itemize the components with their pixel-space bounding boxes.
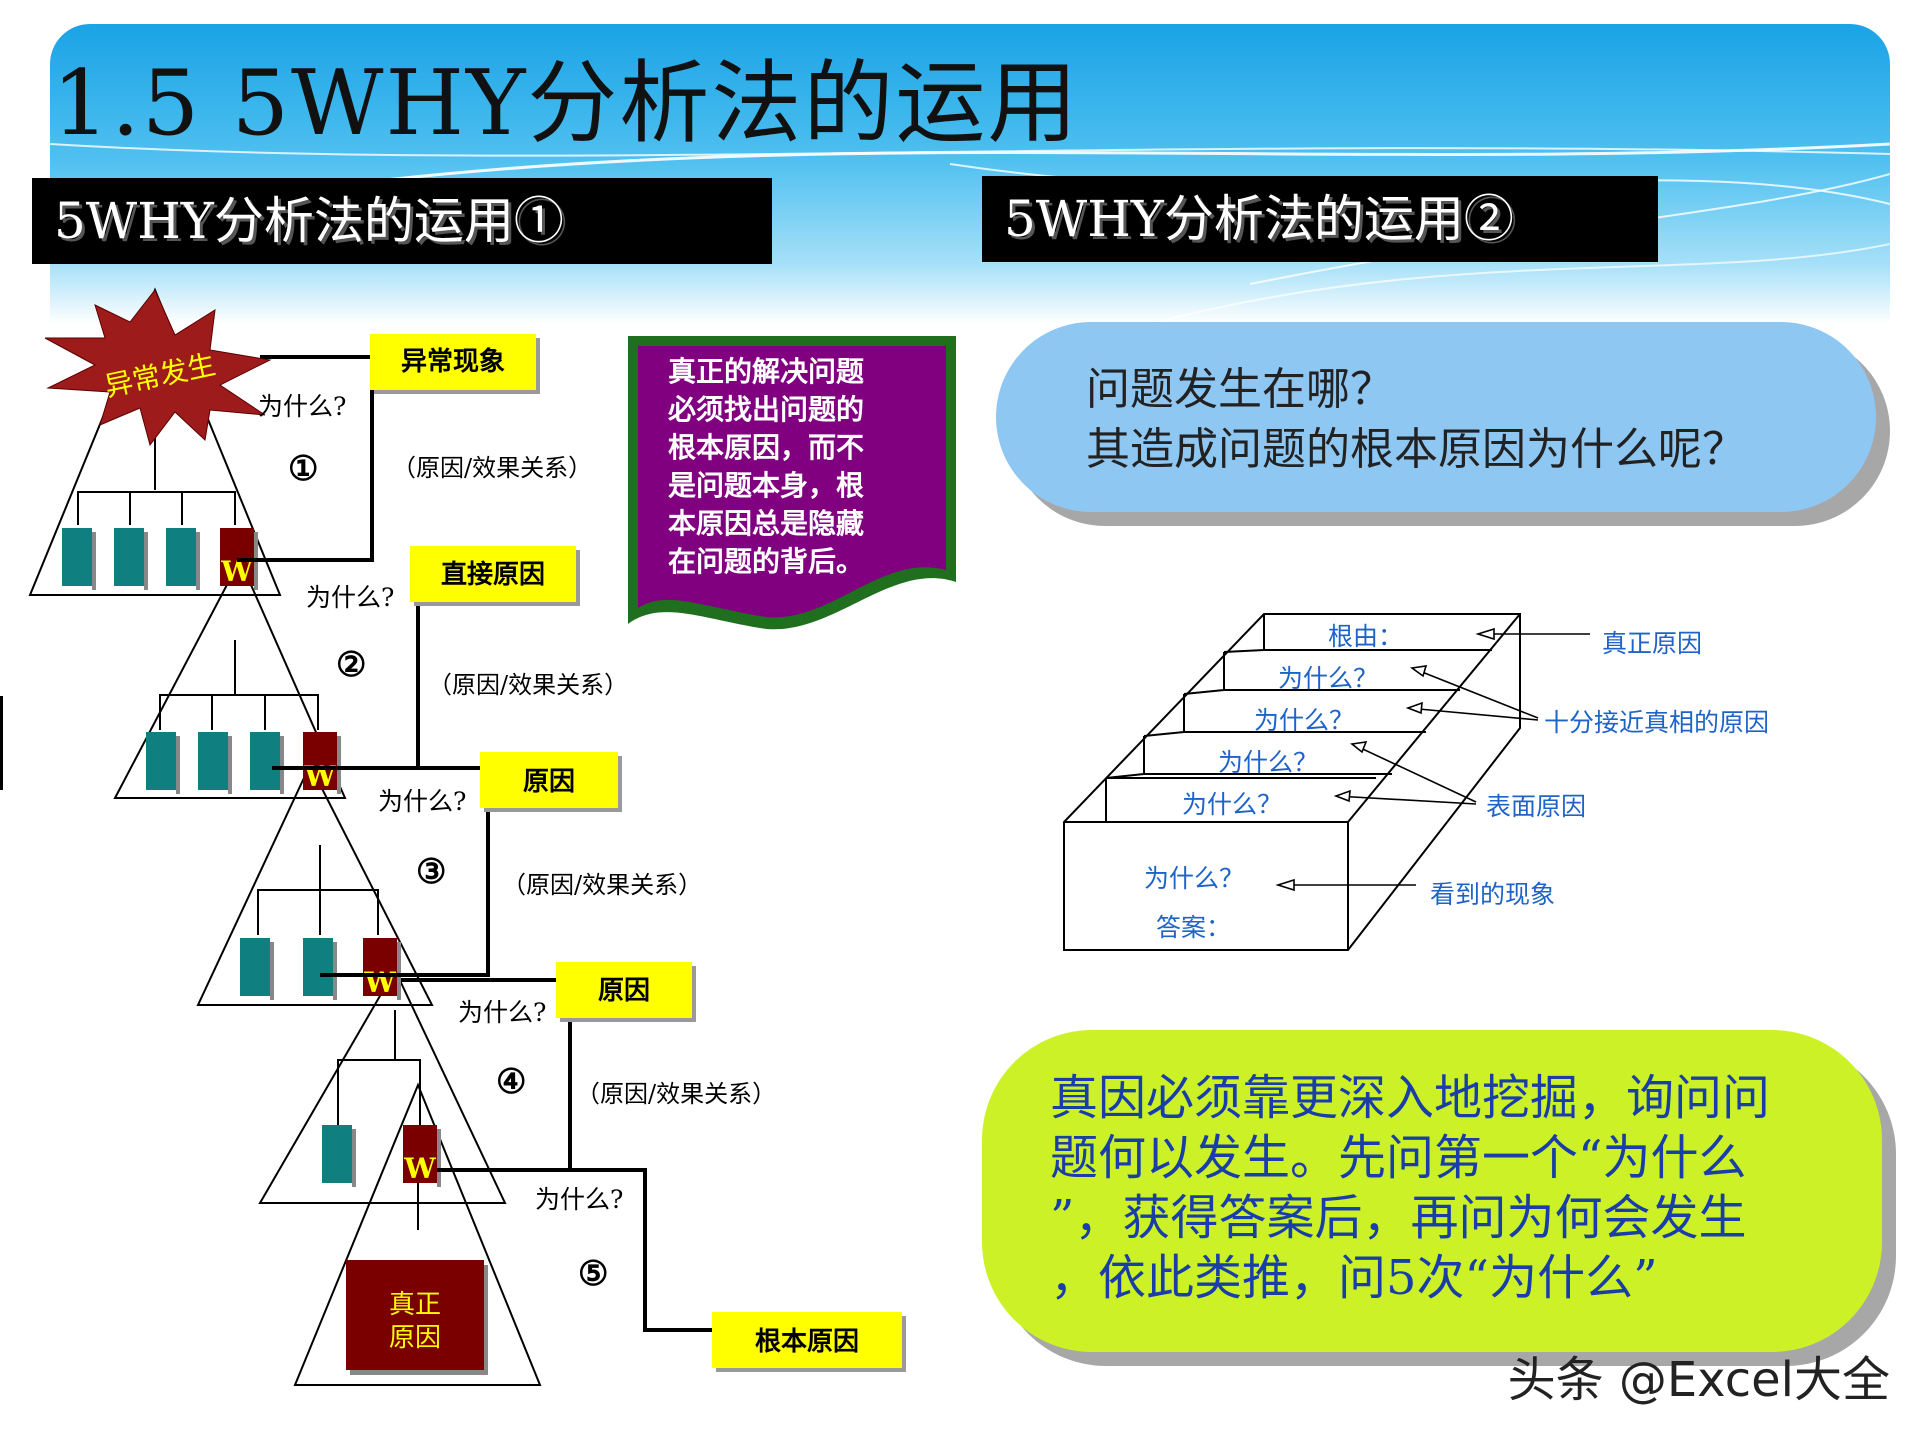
callout-near-truth: 十分接近真相的原因 (1544, 708, 1769, 737)
watermark: 头条 @Excel大全 (1507, 1352, 1890, 1408)
step-number-5: ⑤ (578, 1254, 608, 1294)
question-pill: 问题发生在哪？ 其造成问题的根本原因为什么呢？ (996, 322, 1876, 512)
section-title-left: 5WHY分析法的运用① (32, 178, 772, 264)
question-line-1: 问题发生在哪？ (1086, 364, 1394, 415)
triangle-5 (293, 1082, 542, 1386)
true-cause-block (346, 1260, 484, 1370)
relation-label-1: （原因/效果关系） (392, 454, 592, 482)
w-blocks: W W W W (220, 528, 441, 1187)
summary-pill: 真因必须靠更深入地挖掘，询问问 题何以发生。先问第一个“为什么 ”，获得答案后，… (982, 1030, 1882, 1352)
why-label-5: 为什么? (535, 1185, 623, 1214)
yellow-box-5: 根本原因 (755, 1327, 859, 1357)
yellow-box-4: 原因 (598, 976, 650, 1006)
purple-note-line-5: 本原因总是隐藏 (668, 507, 864, 540)
purple-note-line-2: 必须找出问题的 (668, 393, 864, 426)
purple-note-line-1: 真正的解决问题 (668, 355, 864, 388)
relation-label-2: （原因/效果关系） (428, 671, 628, 699)
teal-blocks (62, 528, 356, 1187)
true-cause-line-2: 原因 (389, 1323, 441, 1353)
summary-line-3: ”，获得答案后，再问为何会发生 (1050, 1190, 1747, 1246)
step-number-4: ④ (496, 1062, 526, 1102)
triangle-1 (28, 287, 282, 596)
layer-label-2: 为什么？ (1278, 664, 1378, 693)
layered-box-diagram: 根由： 为什么？ 为什么？ 为什么？ 为什么？ 为什么？ 答案： 真正原因 十分… (1063, 613, 1769, 951)
relation-label-3: （原因/效果关系） (502, 871, 702, 899)
five-why-tree-diagram: W W W W 真正 原因 异常发生 异常现象 直接原因 原因 原因 根本原因 (28, 287, 956, 1386)
callout-true-cause: 真正原因 (1602, 629, 1702, 658)
page-title: 1.5 5WHY分析法的运用 (52, 51, 1080, 156)
summary-line-1: 真因必须靠更深入地挖掘，询问问 (1050, 1070, 1771, 1126)
layer-label-4: 为什么？ (1218, 748, 1318, 777)
callout-surface-cause: 表面原因 (1486, 792, 1586, 821)
w-label-2: W (303, 760, 336, 793)
front-label-answer: 答案： (1156, 913, 1231, 942)
true-cause-line-1: 真正 (389, 1290, 441, 1320)
yellow-box-3: 原因 (523, 767, 575, 797)
w-label-4: W (403, 1152, 436, 1185)
step-number-2: ② (336, 645, 366, 685)
triangle-2 (113, 557, 347, 799)
why-label-3: 为什么? (378, 787, 466, 816)
summary-line-4: ，依此类推，问5次“为什么” (1050, 1250, 1658, 1306)
step-number-1: ① (288, 449, 318, 489)
step-number-3: ③ (416, 852, 446, 892)
why-label-2: 为什么? (306, 583, 394, 612)
layer-label-1: 根由： (1328, 622, 1403, 651)
front-label-why: 为什么？ (1144, 864, 1244, 893)
why-label-4: 为什么? (458, 998, 546, 1027)
relation-label-4: （原因/效果关系） (576, 1080, 776, 1108)
layer-label-5: 为什么？ (1182, 790, 1282, 819)
w-label-3: W (363, 966, 396, 999)
triangle-4 (258, 967, 507, 1204)
callout-observed: 看到的现象 (1430, 880, 1555, 909)
question-line-2: 其造成问题的根本原因为什么呢？ (1086, 424, 1746, 475)
anomaly-star (44, 289, 272, 447)
layer-label-3: 为什么？ (1254, 706, 1354, 735)
why-label-1: 为什么? (258, 392, 346, 421)
yellow-box-1: 异常现象 (401, 346, 505, 377)
triangle-3 (196, 762, 434, 1006)
yellow-box-2: 直接原因 (441, 560, 545, 590)
edge-marker (0, 696, 3, 790)
summary-line-2: 题何以发生。先问第一个“为什么 (1050, 1130, 1747, 1186)
purple-note-line-6: 在问题的背后。 (668, 545, 864, 578)
yellow-boxes: 异常现象 直接原因 原因 原因 根本原因 (370, 334, 906, 1372)
purple-note-line-3: 根本原因，而不 (668, 431, 864, 464)
purple-note (638, 346, 946, 618)
purple-note-line-4: 是问题本身，根 (668, 469, 864, 502)
section-title-right: 5WHY分析法的运用② (982, 176, 1658, 262)
